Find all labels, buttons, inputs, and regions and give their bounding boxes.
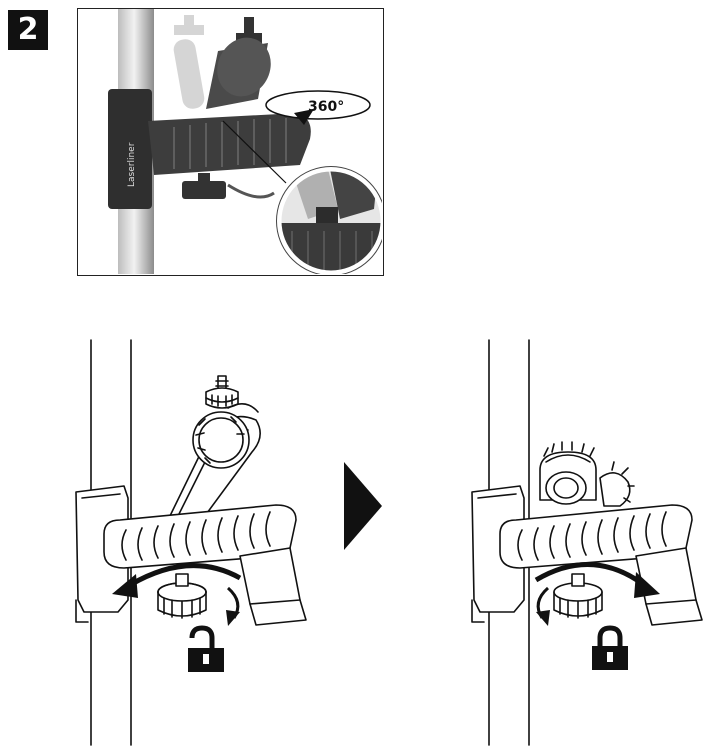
rotate-arrow-left	[112, 563, 242, 626]
next-step-arrow	[344, 462, 382, 550]
step-number: 2	[17, 12, 39, 47]
rotation-label: 360°	[308, 99, 344, 115]
clamp-jaw	[108, 89, 152, 209]
zoom-detail	[276, 166, 386, 276]
lock-knob	[182, 181, 226, 199]
brand-label: Laserliner	[127, 142, 137, 187]
ghost-mount	[173, 15, 205, 109]
clamp-jaw-left	[75, 485, 129, 623]
rotation-ellipse	[265, 90, 371, 120]
lock-knob-left	[157, 573, 207, 619]
step-number-badge: 2	[8, 10, 48, 50]
rotation-arrow	[294, 109, 314, 125]
lock-knob-right	[553, 573, 603, 619]
unlocked-padlock-icon	[188, 625, 224, 672]
rotate-arrow-right	[534, 562, 660, 626]
folded-mount-right	[539, 441, 635, 507]
locked-padlock-icon	[592, 625, 628, 670]
clamp-lever-left	[103, 504, 307, 626]
line-illustration	[75, 339, 703, 746]
photo-panel: Laserliner 360°	[77, 8, 386, 276]
tilt-arm-left	[167, 375, 261, 529]
clamp-photo: Laserliner 360°	[108, 9, 386, 276]
clamp-jaw-right	[471, 485, 525, 623]
rotating-mount	[206, 17, 271, 109]
